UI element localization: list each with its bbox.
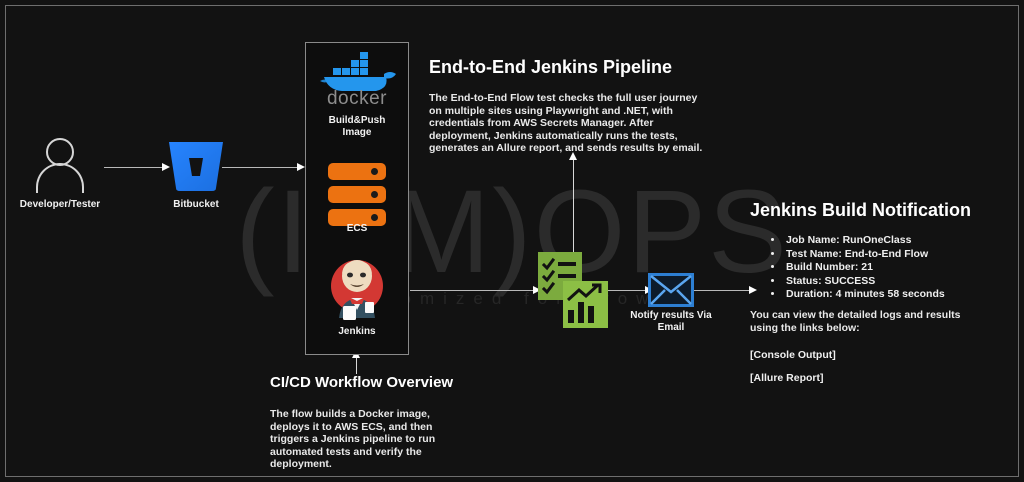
workflow-section-title: CI/CD Workflow Overview: [270, 374, 454, 391]
connector-tests-to-email: [600, 290, 650, 291]
notification-detail-item: Test Name: End-to-End Flow: [784, 248, 945, 262]
bitbucket-label: Bitbucket: [173, 199, 219, 210]
notification-section-title: Jenkins Build Notification: [750, 200, 972, 220]
arrowhead-tests-to-description: [569, 152, 577, 160]
arrowhead-email-to-notification: [749, 286, 757, 294]
connector-dev-to-bitbucket: [104, 167, 166, 168]
notification-details-list: Job Name: RunOneClassTest Name: End-to-E…: [768, 234, 945, 302]
connector-email-to-notification: [692, 290, 754, 291]
docker-wordmark: docker: [326, 88, 388, 109]
arrowhead-dev-to-bitbucket: [162, 163, 170, 171]
notification-detail-item: Duration: 4 minutes 58 seconds: [784, 288, 945, 302]
notification-detail-item: Status: SUCCESS: [784, 275, 945, 289]
ecs-server-bar: [328, 186, 386, 203]
person-head-icon: [46, 138, 74, 166]
ecs-server-dot: [371, 191, 378, 198]
notification-detail-item: Build Number: 21: [784, 261, 945, 275]
notification-detail-item: Job Name: RunOneClass: [784, 234, 945, 248]
connector-tests-to-description: [573, 158, 574, 258]
notification-footer-text: You can view the detailed logs and resul…: [750, 309, 961, 334]
envelope-icon: [648, 273, 694, 307]
connector-bitbucket-to-pipeline: [222, 167, 302, 168]
person-body-icon: [36, 163, 84, 193]
jenkins-butler-icon: [331, 260, 383, 320]
ecs-server-dot: [371, 168, 378, 175]
ecs-label: ECS: [346, 223, 368, 234]
arrowhead-pipeline-to-tests: [533, 286, 541, 294]
email-label: Notify results Via Email: [630, 310, 712, 333]
bitbucket-icon: [169, 142, 223, 191]
connector-workflow-to-pipeline: [356, 356, 357, 374]
docker-label: Build&Push Image: [328, 115, 386, 138]
developer-tester-label: Developer/Tester: [19, 199, 101, 210]
pipeline-section-description: The End-to-End Flow test checks the full…: [429, 92, 703, 155]
docker-whale-icon: [320, 52, 396, 91]
console-output-link[interactable]: [Console Output]: [750, 349, 836, 361]
test-report-icon: [538, 252, 608, 328]
connector-pipeline-to-tests: [410, 290, 538, 291]
arrowhead-bitbucket-to-pipeline: [297, 163, 305, 171]
allure-report-link[interactable]: [Allure Report]: [750, 372, 824, 384]
workflow-section-description: The flow builds a Docker image, deploys …: [270, 408, 436, 471]
pipeline-section-title: End-to-End Jenkins Pipeline: [429, 57, 673, 77]
ecs-server-bar: [328, 209, 386, 226]
ecs-server-bar: [328, 163, 386, 180]
jenkins-label: Jenkins: [338, 326, 376, 337]
ecs-server-dot: [371, 214, 378, 221]
